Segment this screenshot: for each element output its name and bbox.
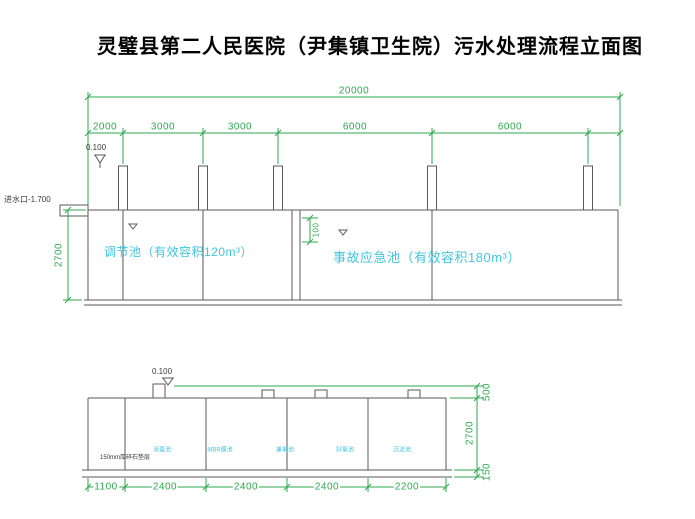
- segment-dimension-4: 6000: [342, 121, 368, 133]
- tank-label-emergency: 事故应急池（有效容积180m³）: [333, 250, 521, 265]
- upper-level-mark: 0.100: [86, 143, 107, 152]
- cell-label-3: 兼氧池: [275, 447, 295, 454]
- cell-label-5: 沉淀池: [392, 447, 412, 454]
- lower-level-mark: 0.100: [152, 367, 173, 376]
- width-dimension-2: 2400: [151, 481, 179, 493]
- segment-dimension-3: 3000: [227, 121, 253, 133]
- width-dimension-5: 2200: [393, 481, 421, 493]
- drawing-title: 灵璧县第二人民医院（尹集镇卫生院）污水处理流程立面图: [97, 36, 643, 58]
- base-layer-note: 150mm厚碎石垫层: [100, 455, 151, 461]
- segment-dimension-5: 6000: [497, 121, 523, 133]
- segment-dimension-2: 3000: [150, 121, 176, 133]
- overall-dimension: 20000: [338, 85, 370, 97]
- cell-label-2: MBR膜池: [207, 447, 233, 454]
- segment-dimension-1: 2000: [92, 121, 118, 133]
- height-dimension-slab: 150: [481, 462, 493, 482]
- width-dimension-4: 2400: [313, 481, 341, 493]
- width-dimension-1: 1100: [93, 481, 119, 493]
- height-dimension-top: 500: [481, 382, 493, 402]
- inlet-label: 进水口-1.700: [4, 195, 51, 204]
- tank-label-regulating: 调节池（有效容积120m³）: [104, 245, 254, 259]
- width-dimension-3: 2400: [232, 481, 260, 493]
- cell-label-1: 消毒池: [152, 447, 172, 454]
- height-dimension-main: 2700: [464, 420, 476, 446]
- freeboard-dimension: 100: [311, 222, 321, 238]
- upper-height-dimension: 2700: [53, 242, 65, 268]
- cell-label-4: 好氧池: [335, 447, 355, 454]
